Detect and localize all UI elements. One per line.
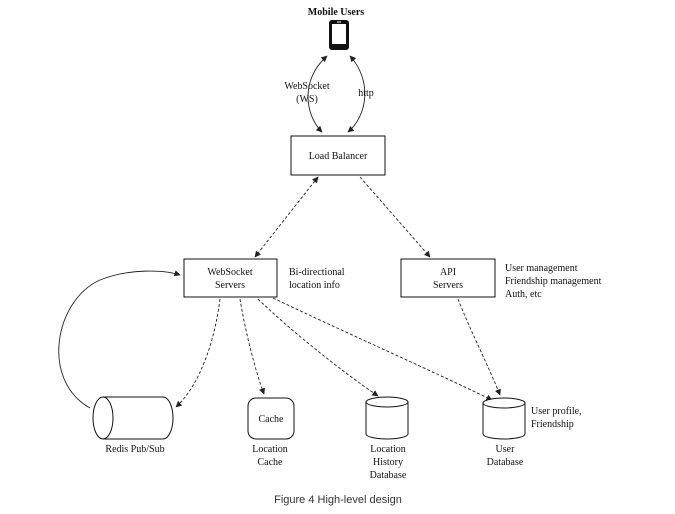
- websocket-servers-box: [183, 258, 278, 298]
- cache-inner-label: Cache: [259, 414, 285, 425]
- figure-caption: Figure 4 High-level design: [274, 494, 402, 506]
- websocket-redis-arrow: [175, 298, 221, 408]
- userdb-annotation-line1: User profile,: [531, 406, 582, 417]
- bidirectional-annotation-line2: location info: [289, 280, 340, 291]
- websocket-servers-line2: Servers: [215, 280, 245, 291]
- load-balancer-label: Load Balancer: [309, 151, 368, 162]
- api-servers-box: [400, 258, 496, 298]
- mobile-users-label: Mobile Users: [308, 7, 364, 18]
- redis-return-arrow: [58, 270, 181, 409]
- http-edge-label: http: [358, 88, 374, 99]
- location-cache-box: [247, 397, 295, 440]
- user-db-line2: Database: [487, 457, 524, 468]
- mobile-phone-icon: [329, 20, 349, 50]
- location-cache-line1: Location: [252, 444, 288, 455]
- websocket-cache-arrow: [239, 298, 265, 395]
- websocket-userdb-arrow: [272, 297, 493, 401]
- websocket-connection-arrow: [307, 55, 328, 133]
- load-balancer-box: [290, 135, 386, 176]
- location-history-line3: Database: [370, 470, 407, 481]
- location-history-line1: Location: [370, 444, 406, 455]
- api-annotation-line2: Friendship management: [505, 276, 602, 287]
- ws-edge-label: (WS): [296, 94, 318, 105]
- http-connection-arrow: [347, 55, 366, 133]
- websocket-edge-label: WebSocket: [284, 81, 330, 92]
- redis-cylinder: [92, 396, 174, 440]
- lb-websocket-arrow: [254, 176, 319, 258]
- location-history-line2: History: [373, 457, 403, 468]
- api-annotation-line1: User management: [505, 263, 578, 274]
- lb-api-arrow: [359, 176, 431, 258]
- api-annotation-line3: Auth, etc: [505, 289, 542, 300]
- api-userdb-arrow: [457, 298, 501, 396]
- api-servers-line1: API: [440, 267, 456, 278]
- websocket-servers-line1: WebSocket: [207, 267, 253, 278]
- user-db-cylinder: [482, 397, 526, 440]
- location-cache-line2: Cache: [258, 457, 284, 468]
- user-db-line1: User: [496, 444, 516, 455]
- websocket-history-arrow: [257, 298, 379, 397]
- location-history-db-cylinder: [365, 396, 409, 440]
- bidirectional-annotation-line1: Bi-directional: [289, 267, 345, 278]
- redis-label: Redis Pub/Sub: [105, 444, 164, 455]
- userdb-annotation-line2: Friendship: [531, 419, 574, 430]
- api-servers-line2: Servers: [433, 280, 463, 291]
